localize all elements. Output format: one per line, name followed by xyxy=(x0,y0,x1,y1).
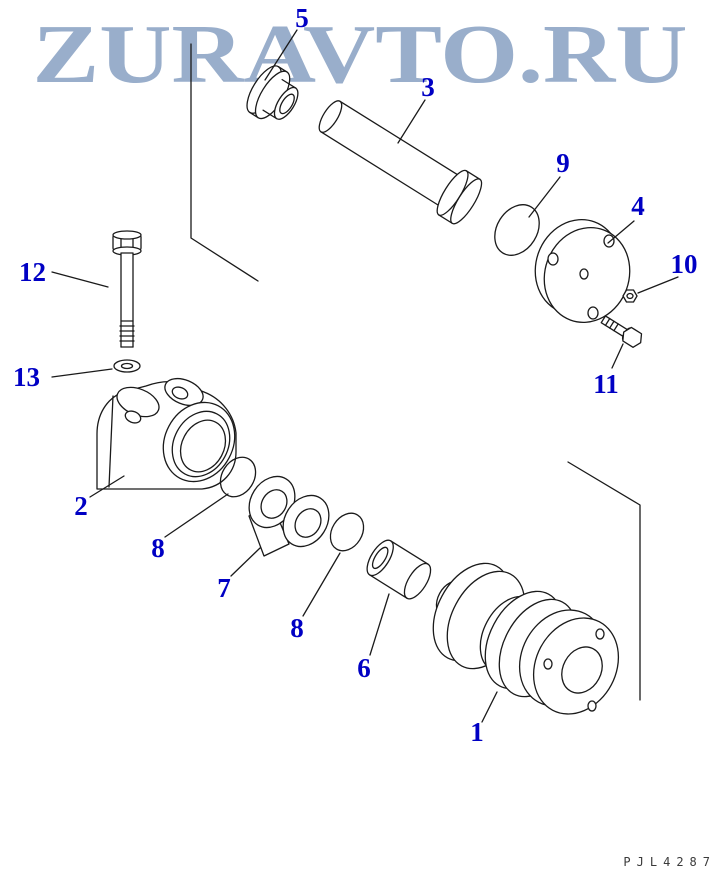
callout-4: 4 xyxy=(631,191,645,221)
leader-line-4 xyxy=(607,220,635,244)
leader-line-1 xyxy=(481,691,498,723)
leader-line-11 xyxy=(611,343,624,369)
part-1-roller xyxy=(432,562,620,715)
callout-8b: 8 xyxy=(290,613,304,643)
part-7-seal-assembly xyxy=(248,475,330,557)
leader-line-8b xyxy=(302,552,341,617)
part-6-bushing xyxy=(366,539,432,600)
boundary-line-left xyxy=(190,43,259,282)
part-12-long-bolt xyxy=(112,230,142,348)
leader-line-7 xyxy=(230,547,261,577)
leader-lines xyxy=(51,29,679,723)
leader-line-2 xyxy=(89,475,125,498)
leader-line-8a xyxy=(164,493,229,538)
callout-2: 2 xyxy=(74,491,88,521)
part-3-shaft xyxy=(318,100,483,225)
callout-10: 10 xyxy=(671,249,698,279)
callout-1: 1 xyxy=(470,717,484,747)
callout-5: 5 xyxy=(295,3,309,33)
callout-6: 6 xyxy=(357,653,371,683)
leader-line-10 xyxy=(637,276,679,294)
part-13-washer xyxy=(113,359,141,373)
leader-line-12 xyxy=(51,271,109,288)
callouts: 5 3 9 4 10 11 12 13 2 8 7 8 6 1 xyxy=(13,3,698,747)
callout-12: 12 xyxy=(19,257,46,287)
leader-line-3 xyxy=(397,99,426,144)
part-2-bracket xyxy=(96,377,237,490)
part-8-o-ring-second xyxy=(329,512,365,552)
leader-line-5 xyxy=(264,29,298,81)
part-9-o-ring xyxy=(494,204,540,256)
part-10-nut xyxy=(622,289,638,303)
part-4-cover xyxy=(534,219,631,323)
callout-11: 11 xyxy=(593,369,619,399)
part-11-bolt xyxy=(600,315,643,348)
part-5-collar xyxy=(246,65,299,120)
boundary-line-right xyxy=(567,461,641,701)
callout-8a: 8 xyxy=(151,533,165,563)
callout-13: 13 xyxy=(13,362,40,392)
leader-line-13 xyxy=(51,368,113,378)
callout-3: 3 xyxy=(421,72,435,102)
callout-7: 7 xyxy=(217,573,231,603)
leader-line-9 xyxy=(528,176,561,218)
leader-line-6 xyxy=(369,593,390,656)
callout-9: 9 xyxy=(556,148,570,178)
drawing-code: PJL4287 xyxy=(623,855,716,869)
watermark-text: ZURAVTO.RU xyxy=(33,8,688,101)
